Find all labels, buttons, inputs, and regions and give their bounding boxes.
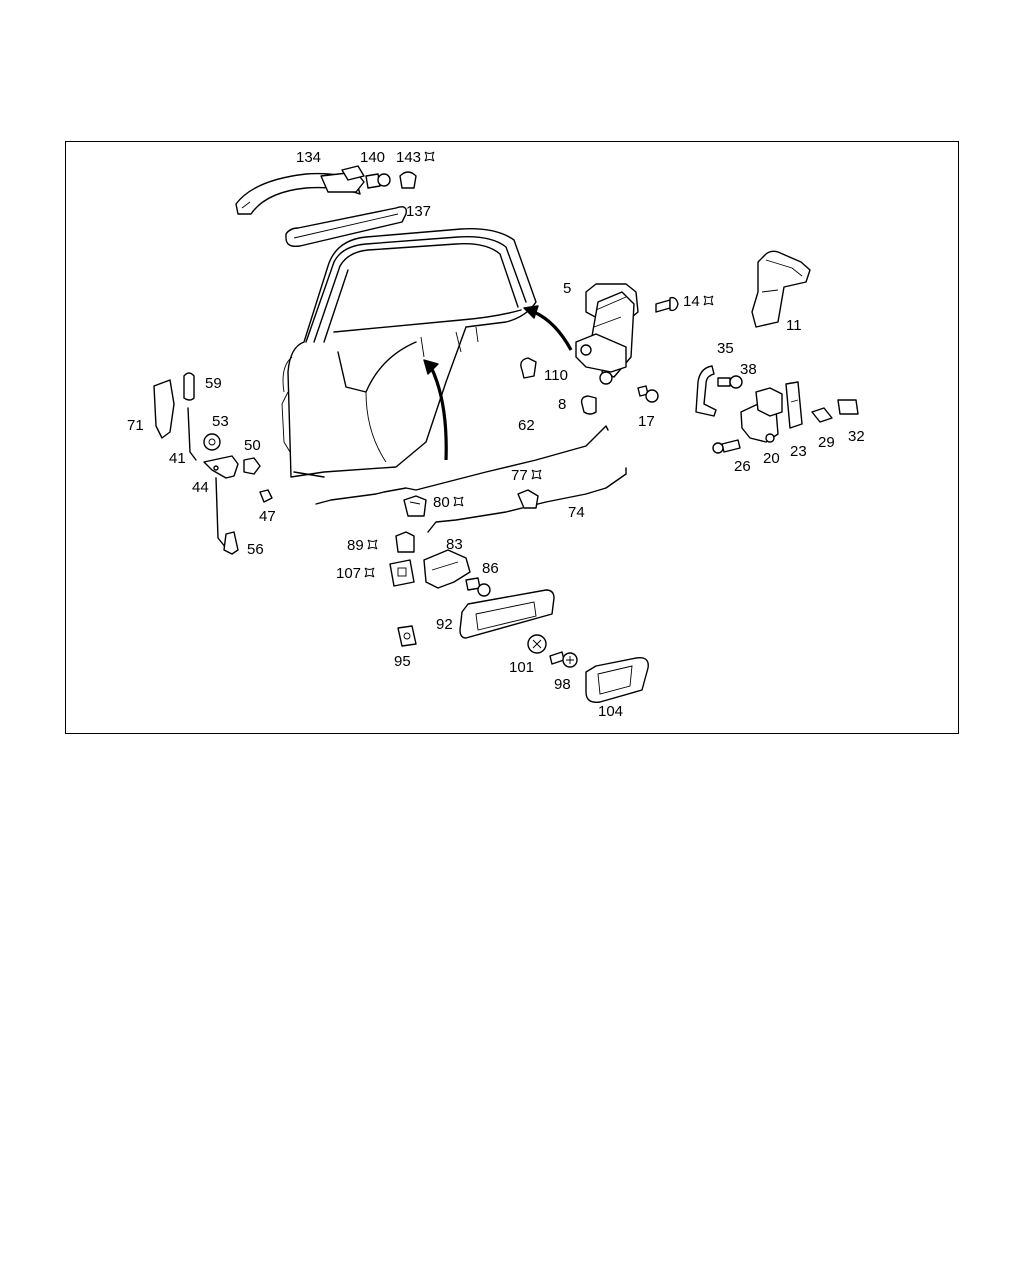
- screw-98: [549, 651, 578, 668]
- callout-32: 32: [848, 428, 865, 445]
- striker-20: [740, 387, 783, 443]
- callout-62: 62: [518, 417, 535, 434]
- door-lock-exploded-view: [153, 165, 859, 703]
- lever-83: [423, 549, 471, 589]
- pin-50: [243, 457, 261, 475]
- pad-32: [837, 399, 859, 415]
- callout-71: 71: [127, 417, 144, 434]
- bracket-71: [153, 379, 175, 439]
- callout-83: 83: [446, 536, 463, 553]
- callout-26: 26: [734, 458, 751, 475]
- variant-marker-icon: [424, 151, 435, 162]
- callout-41: 41: [169, 450, 186, 467]
- callout-77: 77: [511, 468, 543, 483]
- callout-35: 35: [717, 340, 734, 357]
- callout-95: 95: [394, 653, 411, 670]
- outer-door-handle: [235, 165, 365, 215]
- callout-23: 23: [790, 443, 807, 460]
- plate-23: [785, 381, 803, 429]
- callout-8: 8: [558, 396, 567, 413]
- callout-107: 107: [336, 566, 376, 581]
- callout-86: 86: [482, 560, 499, 577]
- lock-cylinder-parts: [365, 171, 417, 189]
- callout-74: 74: [568, 504, 585, 521]
- callout-89: 89: [347, 538, 379, 553]
- variant-marker-icon: [364, 567, 375, 578]
- callout-53: 53: [212, 413, 229, 430]
- cap-95: [397, 625, 417, 647]
- callout-137: 137: [406, 203, 432, 220]
- variant-marker-icon: [703, 295, 714, 306]
- variant-marker-icon: [531, 469, 542, 480]
- callout-5: 5: [563, 280, 572, 297]
- clip-77: [517, 489, 539, 509]
- callout-98: 98: [554, 676, 571, 693]
- rod-62: [315, 425, 609, 505]
- callout-143: 143: [396, 150, 436, 165]
- handle-gasket: [285, 206, 407, 248]
- rod-41: [187, 407, 197, 461]
- rosette-101: [527, 634, 547, 654]
- lever-44: [203, 455, 239, 479]
- inner-handle-92: [459, 589, 555, 639]
- callout-50: 50: [244, 437, 261, 454]
- lock-screw: [655, 296, 679, 313]
- escutcheon-104: [585, 657, 649, 703]
- callout-80: 80: [433, 495, 465, 510]
- clip-47: [259, 489, 273, 503]
- bushing-53: [203, 433, 221, 451]
- door-lock: [575, 283, 639, 385]
- lock-cover: [751, 250, 811, 328]
- assembly-arrows: [423, 305, 573, 461]
- callout-92: 92: [436, 616, 453, 633]
- lock-knob-59: [183, 372, 195, 401]
- clip-80: [403, 495, 427, 517]
- callout-11: 11: [786, 317, 802, 334]
- callout-140: 140: [360, 149, 386, 166]
- rod-74: [427, 467, 627, 533]
- bracket-35: [695, 365, 717, 417]
- callout-104: 104: [598, 703, 624, 720]
- screw-26: [712, 439, 741, 454]
- variant-marker-icon: [367, 539, 378, 550]
- rod-clip-110: [520, 357, 537, 379]
- grommet-8: [580, 395, 597, 415]
- screw-17: [637, 385, 659, 403]
- callout-101: 101: [509, 659, 535, 676]
- diagram-frame: 134 140 143 137 5 14 11 35 38 110 59 71 …: [65, 141, 959, 734]
- callout-44: 44: [192, 479, 209, 496]
- variant-marker-icon: [453, 496, 464, 507]
- callout-20: 20: [763, 450, 780, 467]
- callout-59: 59: [205, 375, 222, 392]
- cap-107: [389, 559, 415, 587]
- door-shell: [281, 228, 537, 478]
- callout-134: 134: [296, 149, 322, 166]
- shim-29: [811, 407, 833, 423]
- callout-56: 56: [247, 541, 264, 558]
- callout-47: 47: [259, 508, 276, 525]
- link-56: [215, 477, 239, 555]
- screw-86: [465, 577, 491, 597]
- callout-29: 29: [818, 434, 835, 451]
- callout-17: 17: [638, 413, 655, 430]
- callout-38: 38: [740, 361, 757, 378]
- screw-38: [717, 375, 743, 389]
- callout-110: 110: [544, 367, 568, 384]
- callout-14: 14: [683, 294, 715, 309]
- clip-89: [395, 531, 415, 553]
